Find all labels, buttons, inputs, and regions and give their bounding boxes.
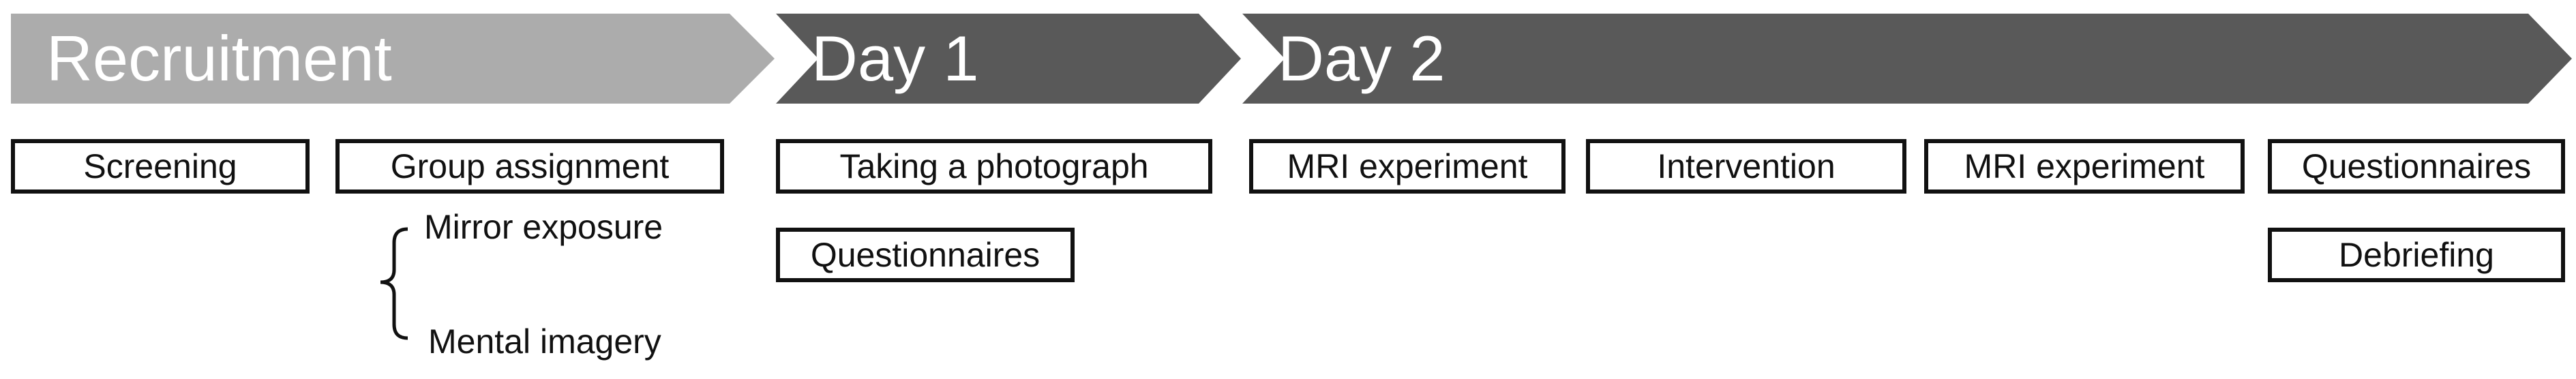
taking-photograph-box: Taking a photograph (776, 139, 1212, 194)
recruitment-arrow (11, 14, 775, 104)
screening-box: Screening (11, 139, 310, 194)
group-bracket (380, 227, 408, 340)
mental-imagery-label: Mental imagery (428, 322, 661, 361)
day2-questionnaires-box: Questionnaires (2268, 139, 2565, 194)
debriefing-box: Debriefing (2268, 228, 2565, 282)
day2-arrow (1242, 14, 2572, 104)
group-assignment-box: Group assignment (335, 139, 724, 194)
mirror-exposure-label: Mirror exposure (424, 208, 663, 246)
mri-experiment-box-2: MRI experiment (1924, 139, 2245, 194)
intervention-box: Intervention (1586, 139, 1906, 194)
day1-questionnaires-box: Questionnaires (776, 228, 1075, 282)
day1-arrow (776, 14, 1241, 104)
mri-experiment-box-1: MRI experiment (1249, 139, 1566, 194)
phase-day2-label: Day 2 (1278, 22, 1446, 94)
phase-day1-label: Day 1 (811, 22, 979, 94)
phase-recruitment-label: Recruitment (46, 22, 392, 94)
